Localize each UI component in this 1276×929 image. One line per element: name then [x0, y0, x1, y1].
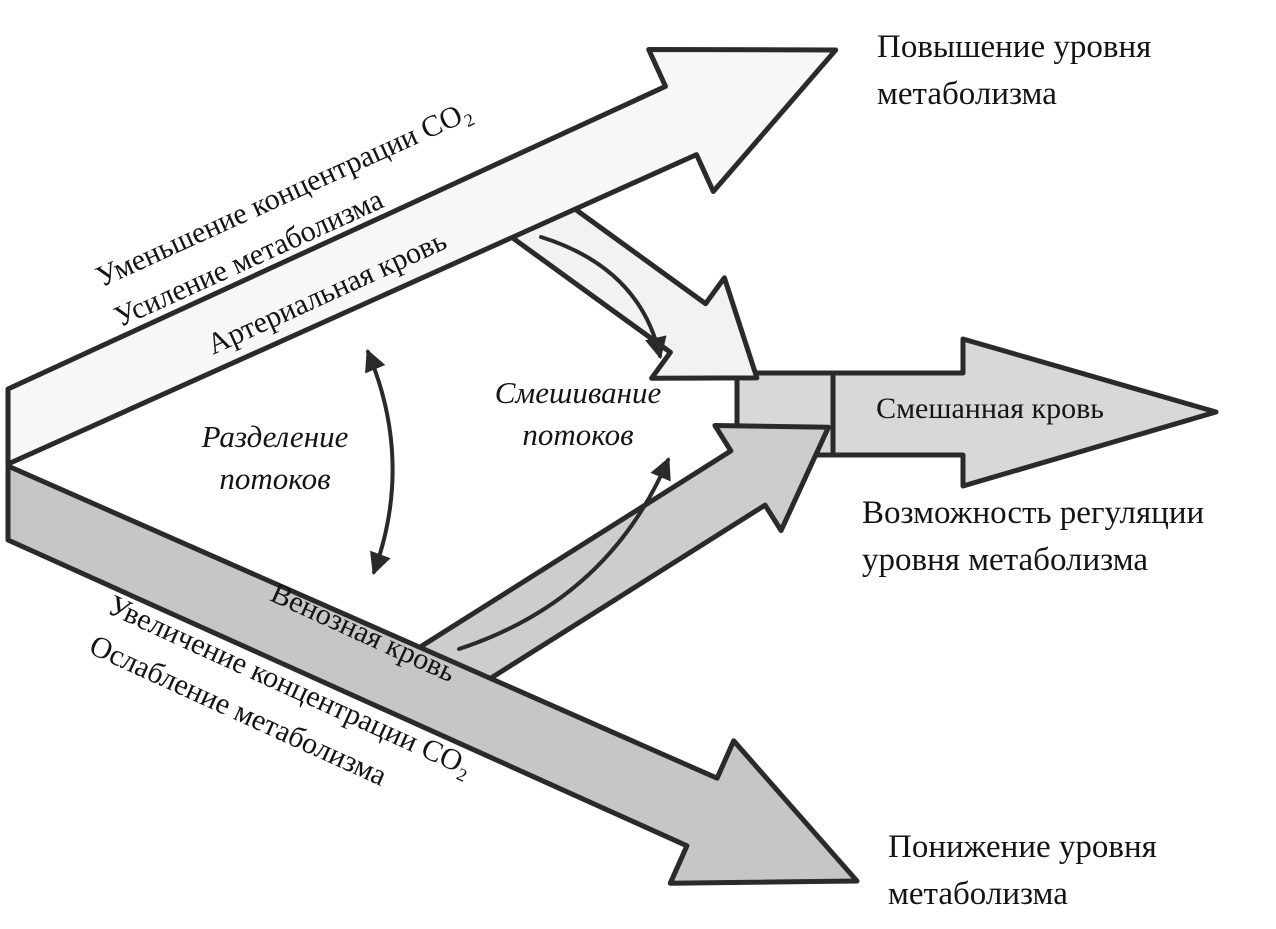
arterial-branch-arrow — [497, 177, 760, 381]
arterial-blood-arrow — [5, 47, 839, 467]
lower-mixing-arrow — [457, 456, 671, 651]
metabolism-regulation-label: Возможность регуляции уровня метаболизма — [862, 495, 1205, 578]
mixing-of-flows-label: Смешивание потоков — [494, 375, 662, 452]
metabolism-rise-label: Повышение уровня метаболизма — [877, 29, 1152, 112]
separation-of-flows-label: Разделение потоков — [201, 419, 349, 496]
flow-separation-arrow — [365, 348, 395, 576]
mixed-blood-label: Смешанная кровь — [876, 392, 1104, 425]
metabolism-fall-label: Понижение уровня метаболизма — [888, 829, 1157, 912]
upper-mixing-arrow — [539, 235, 667, 360]
venous-blood-arrow — [5, 463, 860, 886]
